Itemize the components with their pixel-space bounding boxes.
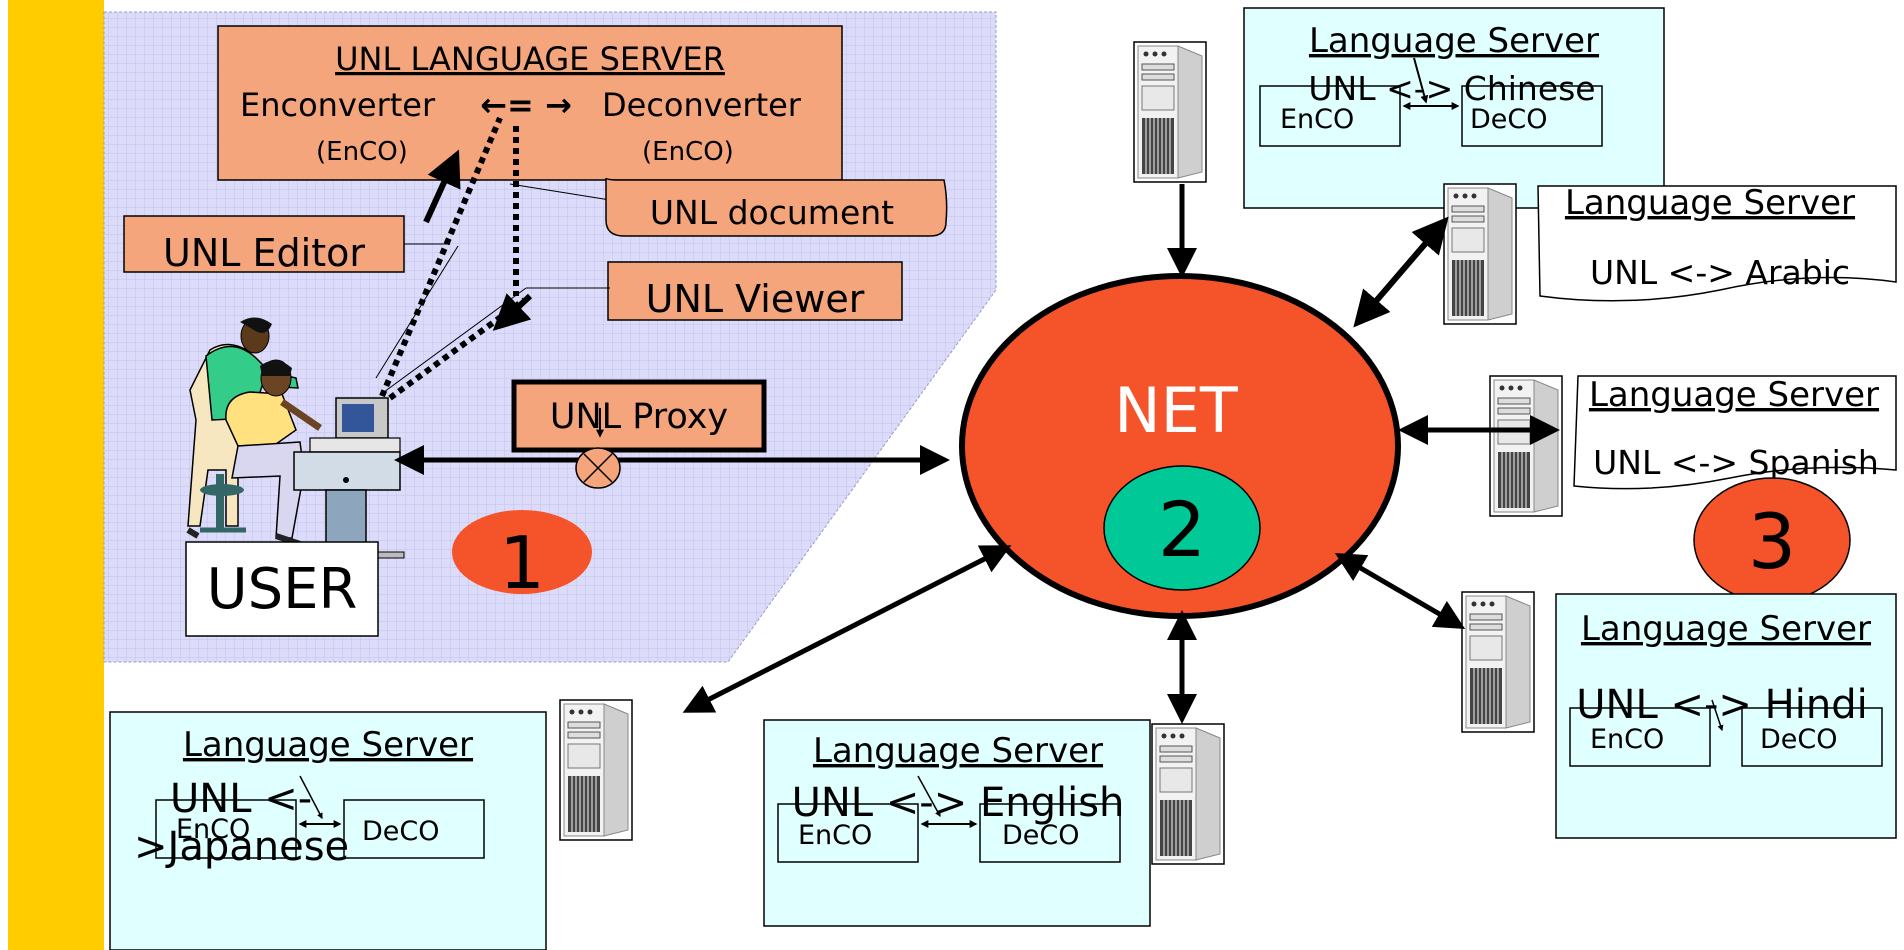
japanese-deco-box: [343, 799, 485, 859]
japanese-enco-box: [155, 799, 297, 859]
chinese-deco-label: DeCO: [1470, 104, 1548, 135]
side-bar: [8, 0, 104, 950]
unl-proxy-label: UNL Proxy: [550, 397, 728, 437]
hindi-server-box: [1555, 593, 1897, 839]
unl-language-server-box: [217, 25, 843, 181]
japanese-server-title: Language Server: [183, 725, 473, 765]
arabic-server-line: UNL <-> Arabic: [1590, 253, 1850, 292]
badge-1-label: 1: [499, 521, 545, 605]
spanish-server-box: [1573, 375, 1897, 490]
badge-1: [452, 510, 592, 594]
chinese-enco-box: [1259, 85, 1401, 147]
hindi-deco-box: [1741, 707, 1883, 767]
hindi-deco-label: DeCO: [1760, 724, 1838, 755]
unl-document-callout: [605, 177, 948, 237]
hindi-server-title: Language Server: [1581, 609, 1871, 649]
unl-viewer-label: UNL Viewer: [646, 277, 865, 321]
chinese-enco-label: EnCO: [1280, 104, 1354, 135]
chinese-deco-box: [1461, 85, 1603, 147]
converter-arrows: ←= →: [480, 86, 572, 124]
chinese-server-title: Language Server: [1309, 21, 1599, 61]
english-deco-box: [979, 803, 1121, 863]
japanese-server-box: [109, 711, 547, 950]
badge-2: [1103, 465, 1261, 591]
hindi-enco-box: [1569, 707, 1711, 767]
unl-proxy-box: [511, 379, 767, 453]
japanese-deco-label: DeCO: [362, 816, 440, 847]
enconverter-label: Enconverter: [240, 86, 436, 124]
english-enco-label: EnCO: [798, 820, 872, 851]
net-label: NET: [1114, 374, 1239, 447]
arabic-net-link: [1353, 216, 1449, 328]
english-enco-box: [777, 803, 919, 863]
japanese-net-link: [682, 545, 1012, 713]
unl-language-server-title: UNL LANGUAGE SERVER: [335, 40, 725, 78]
enco-left-label: (EnCO): [316, 137, 408, 167]
enco-right-label: (EnCO): [642, 137, 734, 167]
badge-2-label: 2: [1158, 485, 1206, 574]
arabic-server-title: Language Server: [1565, 183, 1855, 223]
english-deco-label: DeCO: [1002, 820, 1080, 851]
hindi-net-link: [1334, 552, 1466, 630]
spanish-server-title: Language Server: [1589, 375, 1879, 415]
unl-document-label: UNL document: [650, 193, 894, 232]
badge-3-label: 3: [1748, 497, 1796, 586]
user-label: USER: [207, 557, 358, 622]
japanese-enco-label: EnCO: [176, 814, 250, 845]
hindi-enco-label: EnCO: [1590, 724, 1664, 755]
unl-viewer-box: [607, 261, 903, 321]
spanish-server-line: UNL <-> Spanish: [1593, 443, 1879, 482]
user-label-box: [185, 541, 379, 637]
chinese-server-line: UNL <-> Chinese: [1308, 69, 1595, 108]
japanese-server-line1: UNL <-: [170, 776, 312, 822]
english-server-title: Language Server: [813, 731, 1103, 771]
hindi-server-line: UNL <-> Hindi: [1576, 682, 1867, 728]
deconverter-label: Deconverter: [602, 86, 802, 124]
unl-editor-label: UNL Editor: [163, 231, 365, 275]
japanese-server-line2: >Japanese: [134, 824, 349, 870]
arabic-server-box: [1537, 185, 1897, 302]
english-server-line: UNL <-> English: [792, 780, 1125, 826]
proxy-filter-icon: [575, 447, 621, 489]
users-illustration: [186, 317, 405, 559]
